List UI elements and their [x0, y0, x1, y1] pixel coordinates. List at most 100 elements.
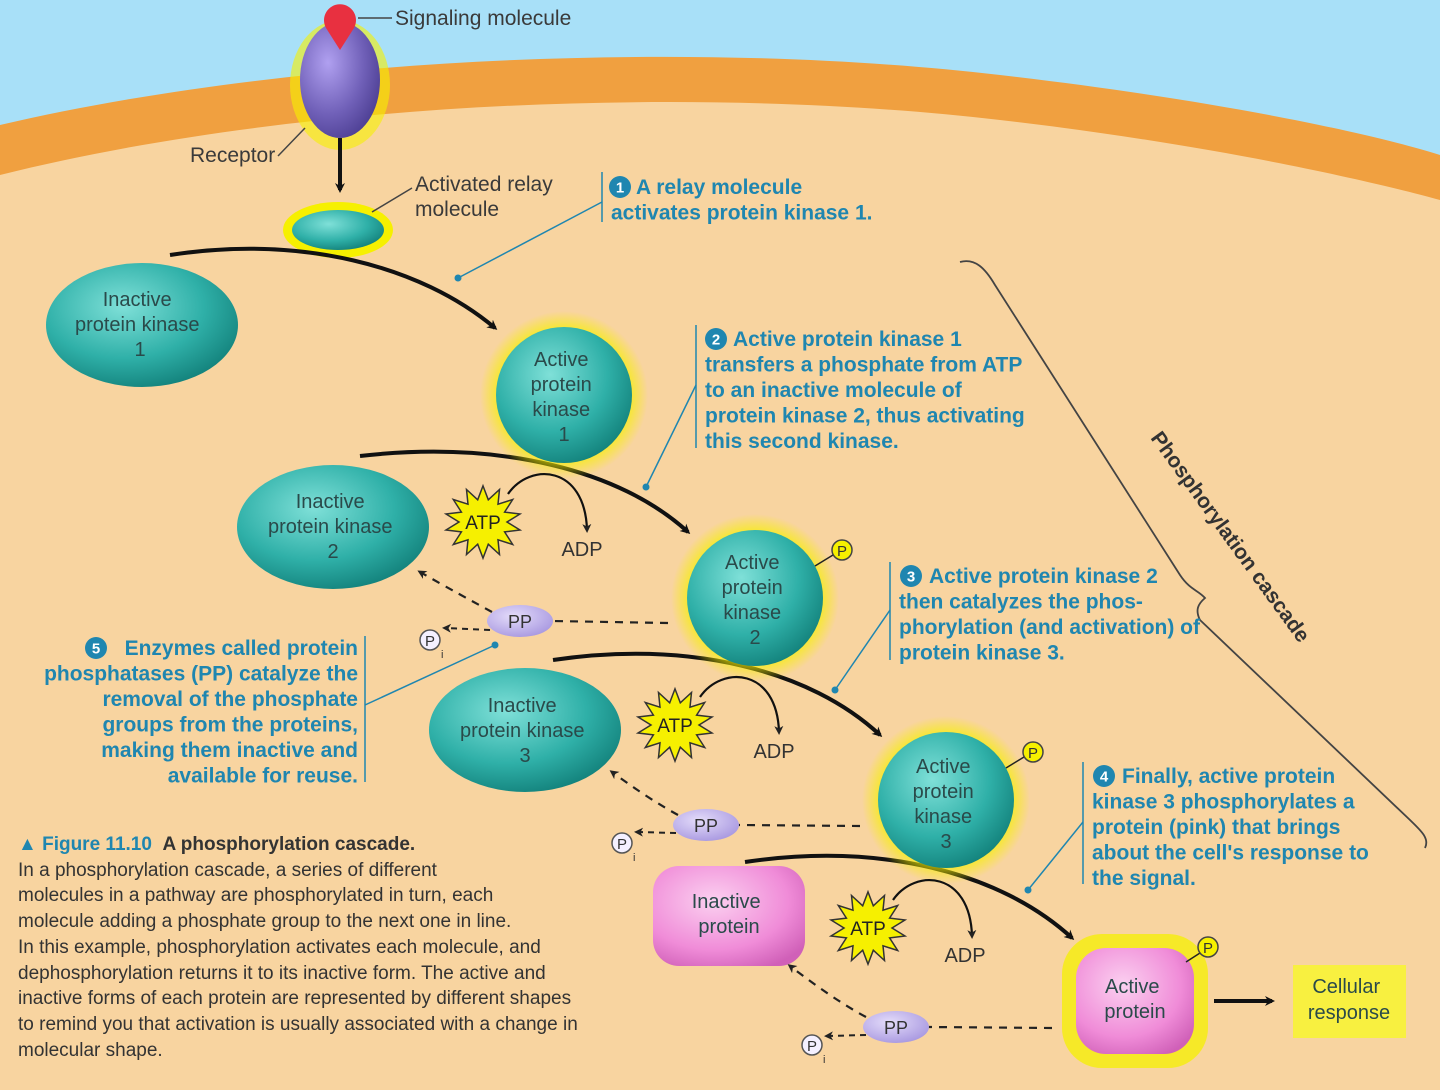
return-arrow-2 — [609, 770, 679, 816]
active-kinase-2-line3: kinase — [723, 602, 781, 624]
caption-line-7: to remind you that activation is usually… — [18, 1013, 578, 1035]
caption-line-8: molecular shape. — [18, 1039, 163, 1061]
atp-label-3: ATP — [850, 919, 886, 940]
pi-subscript-1: i — [441, 649, 443, 661]
atp-label-2: ATP — [657, 716, 693, 737]
active-protein — [1076, 948, 1194, 1054]
inactive-kinase-1 — [46, 263, 238, 387]
step-2-pointer — [642, 483, 650, 491]
inorganic-phosphate-1-icon — [419, 629, 441, 651]
cellular-response-line2: response — [1308, 1002, 1390, 1024]
active-kinase-3 — [878, 732, 1014, 868]
step-5-pointer — [491, 641, 499, 649]
step-3-line-3: phorylation (and activation) of — [899, 616, 1201, 639]
inactive-kinase-1-line2: protein kinase — [75, 314, 200, 336]
caption-line-3: molecule adding a phosphate group to the… — [18, 911, 512, 933]
atp-burst-3-icon — [828, 889, 908, 967]
pi-label-1: P — [425, 633, 435, 650]
step-4-leader — [1027, 821, 1084, 891]
step-5-badge — [85, 637, 107, 659]
active-protein-line2: protein — [1104, 1001, 1165, 1023]
active-kinase-2-line4: 2 — [749, 627, 760, 649]
active-kinase-3-line2: protein — [913, 781, 974, 803]
active-kinase-1-line4: 1 — [558, 424, 569, 446]
dephosphorylation-path-2 — [737, 823, 861, 828]
pp-label-2: PP — [694, 816, 718, 836]
step-3-line-4: protein kinase 3. — [899, 642, 1065, 665]
active-kinase-1-line3: kinase — [532, 399, 590, 421]
active-kinase-1-text: Active protein kinase 1 — [531, 349, 598, 446]
active-protein-text: Active protein — [1104, 976, 1165, 1023]
phosphate-group-kinase-2: P — [814, 539, 853, 567]
pi-subscript-3: i — [823, 1054, 825, 1066]
phosphatase-2 — [673, 809, 739, 841]
step-2-number: 2 — [712, 332, 720, 349]
inactive-kinase-2 — [237, 465, 429, 589]
receptor — [300, 22, 380, 138]
phosphatase-1 — [487, 605, 553, 637]
relay-label-line1: Activated relay — [415, 173, 553, 196]
atp-to-adp-arrow-3 — [892, 879, 977, 939]
active-kinase-2-line2: protein — [722, 577, 783, 599]
phosphate-group-protein: P — [1185, 936, 1219, 963]
inactive-kinase-2-text: Inactive protein kinase 2 — [268, 491, 398, 563]
inactive-kinase-3-line1: Inactive — [488, 695, 557, 717]
inactive-protein-line1: Inactive — [692, 891, 761, 913]
dephosphorylation-path-1 — [551, 619, 669, 625]
step-2-badge — [705, 328, 727, 350]
step-2-line-4: protein kinase 2, thus activating — [705, 405, 1025, 428]
step-5-leader — [364, 644, 496, 706]
return-arrow-1 — [417, 570, 493, 613]
active-kinase-3-line1: Active — [916, 756, 970, 778]
receptor-leader — [277, 127, 306, 157]
step-4-line-3: protein (pink) that brings — [1092, 816, 1340, 839]
inactive-kinase-1-line3: 1 — [134, 339, 145, 361]
phosphate-group-kinase-3: P — [1005, 741, 1044, 769]
active-kinase-2 — [687, 530, 823, 666]
active-kinase-3-text: Active protein kinase 3 — [913, 756, 980, 853]
atp-burst-1-icon — [443, 483, 523, 561]
cellular-response-box — [1293, 965, 1406, 1038]
active-protein-line1: Active — [1105, 976, 1159, 998]
pi-subscript-2: i — [633, 852, 635, 864]
caption-line-1: In a phosphorylation cascade, a series o… — [18, 859, 437, 881]
adp-label-1: ADP — [561, 539, 602, 561]
return-arrow-3 — [787, 964, 867, 1018]
pp-label-3: PP — [884, 1018, 908, 1038]
cascade-bracket — [959, 260, 1428, 849]
active-kinase-1-line1: Active — [534, 349, 588, 371]
inorganic-phosphate-2-icon — [611, 832, 633, 854]
pi-label-2: P — [617, 836, 627, 853]
signaling-molecule — [323, 4, 356, 50]
caption-title: A phosphorylation cascade. — [162, 834, 416, 855]
active-kinase-2-text: Active protein kinase 2 — [722, 552, 789, 649]
inactive-protein-line2: protein — [698, 916, 759, 938]
step-2-line-1: Active protein kinase 1 — [733, 328, 962, 351]
caption-line-5: dephosphorylation returns it to its inac… — [18, 962, 546, 984]
step-3-leader — [834, 609, 891, 691]
active-kinase-1 — [496, 327, 632, 463]
figure-caption: ▲ Figure 11.10 A phosphorylation cascade… — [18, 832, 678, 1063]
inorganic-phosphate-3-icon — [801, 1034, 823, 1056]
step-4-line-4: about the cell's response to — [1092, 842, 1369, 865]
phosphate-label-protein: P — [1203, 940, 1213, 957]
atp-burst-2-icon — [635, 686, 715, 764]
step-3-badge — [900, 565, 922, 587]
inactive-kinase-2-line2: protein kinase — [268, 516, 393, 538]
phosphate-label-3: P — [1028, 745, 1038, 762]
caption-line-2: molecules in a pathway are phosphorylate… — [18, 885, 494, 907]
step-1-badge — [609, 176, 631, 198]
step-2-line-3: to an inactive molecule of — [705, 379, 963, 402]
step-5-line-6: available for reuse. — [168, 765, 358, 788]
step-5-line-4: groups from the proteins, — [102, 714, 358, 737]
step-1-number: 1 — [616, 180, 624, 197]
